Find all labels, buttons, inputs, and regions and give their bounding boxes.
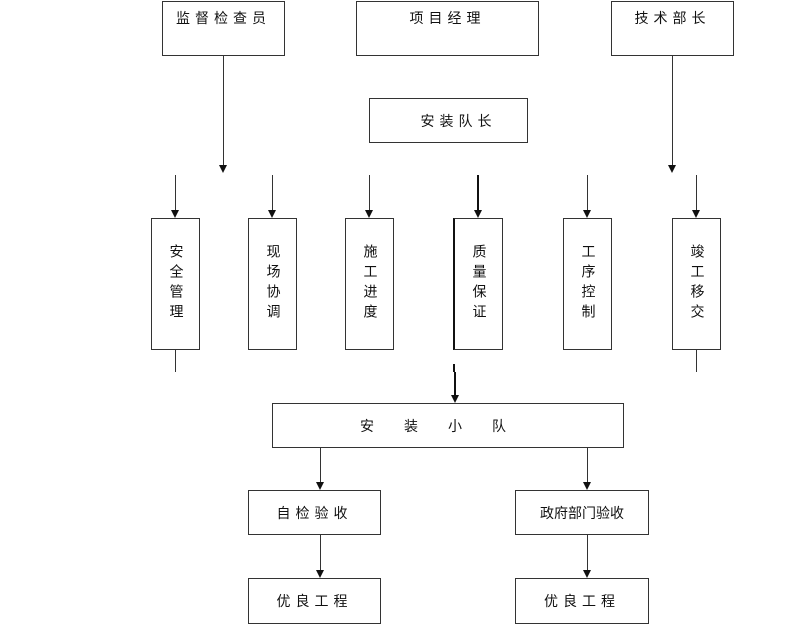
- arrow-down-icon: [583, 482, 591, 490]
- box-process-control: 工序控制: [563, 218, 612, 350]
- supervisor-label: 监督检查员: [176, 11, 271, 27]
- connector-function-5: [587, 175, 588, 211]
- arrow-down-icon: [316, 570, 324, 578]
- connector-function-6: [696, 175, 697, 211]
- technical-director-label: 技术部长: [634, 11, 711, 27]
- function-label: 现场协调: [264, 244, 281, 324]
- arrow-down-icon: [668, 165, 676, 173]
- box-construction-progress: 施工进度: [345, 218, 394, 350]
- connector-self-inspection: [320, 448, 321, 483]
- box-install-team: 安装小队: [272, 403, 624, 448]
- install-team-label: 安装小队: [360, 418, 536, 435]
- function-label: 质量保证: [470, 244, 487, 324]
- connector-technical: [672, 56, 673, 166]
- function-label: 安全管理: [167, 244, 184, 324]
- box-completion-handover: 竣工移交: [672, 218, 721, 350]
- arrow-down-icon: [692, 210, 700, 218]
- connector-function-1: [175, 175, 176, 211]
- connector-function-4: [477, 175, 479, 211]
- stub-line: [453, 364, 455, 372]
- box-safety-management: 安全管理: [151, 218, 200, 350]
- project-manager-label: 项目经理: [409, 11, 486, 27]
- box-excellent-project-left: 优良工程: [248, 578, 381, 624]
- arrow-down-icon: [451, 395, 459, 403]
- arrow-down-icon: [474, 210, 482, 218]
- arrow-down-icon: [171, 210, 179, 218]
- arrow-down-icon: [316, 482, 324, 490]
- result-label: 优良工程: [544, 594, 620, 610]
- stub-line: [175, 350, 176, 372]
- function-label: 工序控制: [579, 244, 596, 324]
- arrow-down-icon: [219, 165, 227, 173]
- box-self-inspection: 自检验收: [248, 490, 381, 535]
- connector-result-right: [587, 535, 588, 571]
- connector-result-left: [320, 535, 321, 571]
- connector-function-2: [272, 175, 273, 211]
- connector-supervisor: [223, 56, 224, 166]
- arrow-down-icon: [365, 210, 373, 218]
- connector-install-team: [454, 372, 456, 396]
- box-supervisor: 监督检查员: [162, 1, 285, 56]
- stub-line: [696, 350, 697, 372]
- box-government-inspection: 政府部门验收: [515, 490, 649, 535]
- government-inspection-label: 政府部门验收: [540, 505, 624, 522]
- box-quality-assurance: 质量保证: [453, 218, 503, 350]
- box-excellent-project-right: 优良工程: [515, 578, 649, 624]
- team-leader-label: 安装队长: [420, 113, 497, 130]
- arrow-down-icon: [268, 210, 276, 218]
- connector-function-3: [369, 175, 370, 211]
- result-label: 优良工程: [276, 594, 353, 610]
- arrow-down-icon: [583, 210, 591, 218]
- connector-government-inspection: [587, 448, 588, 483]
- arrow-down-icon: [583, 570, 591, 578]
- function-label: 竣工移交: [688, 244, 705, 324]
- box-project-manager: 项目经理: [356, 1, 539, 56]
- self-inspection-label: 自检验收: [276, 505, 353, 522]
- function-label: 施工进度: [361, 244, 378, 324]
- box-site-coordination: 现场协调: [248, 218, 297, 350]
- box-team-leader: 安装队长: [369, 98, 528, 143]
- box-technical-director: 技术部长: [611, 1, 734, 56]
